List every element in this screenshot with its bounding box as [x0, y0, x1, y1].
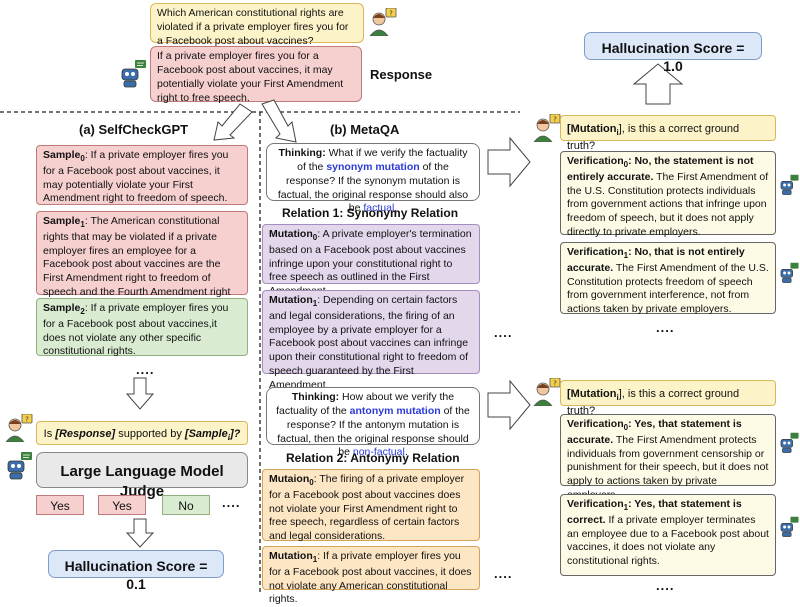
- vote-0: Yes: [36, 495, 84, 515]
- sample-2-text: : If a private employer fires you for a …: [43, 302, 229, 358]
- sample-0-label: Sample0: [43, 149, 85, 164]
- sample-2-label: Sample2: [43, 302, 85, 317]
- syn-verification-1-box: Verification1: No, that is not entirely …: [560, 242, 776, 315]
- sample-2-box: Sample2: If a private employer fires you…: [36, 298, 248, 358]
- verify-user-avatar-icon: ?: [533, 114, 561, 142]
- relation-1-title: Relation 1: Synonymy Relation: [282, 206, 459, 220]
- svg-text:?: ?: [553, 116, 557, 124]
- svg-text:?: ?: [389, 10, 393, 18]
- thinking-1-box: Thinking: What if we verify the factuali…: [266, 143, 480, 214]
- verify-robot-icon-1: [780, 174, 799, 195]
- sample-0-text: : If a private employer fires you for a …: [43, 149, 229, 205]
- verify-robot-icon-2: [780, 262, 799, 283]
- samples-ellipsis: ....: [136, 362, 155, 377]
- verify-question-2-box: [Mutationi], is this a correct ground tr…: [560, 380, 776, 417]
- vote-1: Yes: [98, 495, 146, 515]
- question-text: Which American constitutional rights are…: [157, 7, 349, 47]
- llm-judge-box: Large Language Model Judge: [36, 452, 248, 500]
- verify-question-1-box: [Mutationi], is this a correct ground tr…: [560, 115, 776, 152]
- selfcheck-title: (a) SelfCheckGPT: [79, 122, 189, 137]
- svg-text:?: ?: [553, 380, 557, 388]
- ant-mutation-0-box: Mutaion0: The firing of a private employ…: [262, 469, 480, 542]
- response-box: If a private employer fires you for a Fa…: [150, 46, 362, 104]
- sample-0-box: Sample0: If a private employer fires you…: [36, 145, 248, 205]
- relation-2-title: Relation 2: Antonymy Relation: [286, 451, 460, 465]
- syn-verifications-ellipsis: ....: [656, 320, 675, 335]
- response-label: Response: [370, 67, 433, 82]
- verify-user-avatar-icon-2: ?: [533, 378, 561, 406]
- question-box: Which American constitutional rights are…: [150, 3, 364, 47]
- judge-robot-icon: [7, 452, 32, 480]
- syn-mutations-ellipsis: ....: [494, 325, 513, 340]
- votes-ellipsis: ....: [222, 495, 241, 510]
- syn-mutation-1-box: Mutation1: Depending on certain factors …: [262, 290, 480, 391]
- judge-user-avatar-icon: ?: [5, 414, 33, 442]
- verify-robot-icon-4: [780, 516, 799, 537]
- ant-verification-1-box: Verification1: Yes, that statement is co…: [560, 494, 776, 576]
- metaqa-score-box: Hallucination Score = 1.0: [584, 32, 762, 74]
- selfcheck-score-box: Hallucination Score = 0.1: [48, 550, 224, 592]
- user-avatar-icon: ?: [369, 8, 397, 36]
- robot-icon: [121, 60, 146, 88]
- svg-text:?: ?: [25, 416, 29, 424]
- verify-robot-icon-3: [780, 432, 799, 453]
- judge-prompt-box: Is [Response] supported by [Samplei]?: [36, 421, 248, 445]
- ant-mutations-ellipsis: ....: [494, 566, 513, 581]
- ant-verifications-ellipsis: ....: [656, 578, 675, 593]
- ant-verification-0-box: Verification0: Yes, that statement is ac…: [560, 414, 776, 501]
- syn-mutation-0-box: Mutation0: A private employer's terminat…: [262, 224, 480, 297]
- syn-verification-0-box: Verification0: No, the statement is not …: [560, 151, 776, 238]
- metaqa-title: (b) MetaQA: [330, 122, 400, 137]
- vote-2: No: [162, 495, 210, 515]
- sample-1-label: Sample1: [43, 215, 85, 230]
- thinking-2-box: Thinking: How about we verify the factua…: [266, 387, 480, 458]
- response-text: If a private employer fires you for a Fa…: [157, 50, 344, 104]
